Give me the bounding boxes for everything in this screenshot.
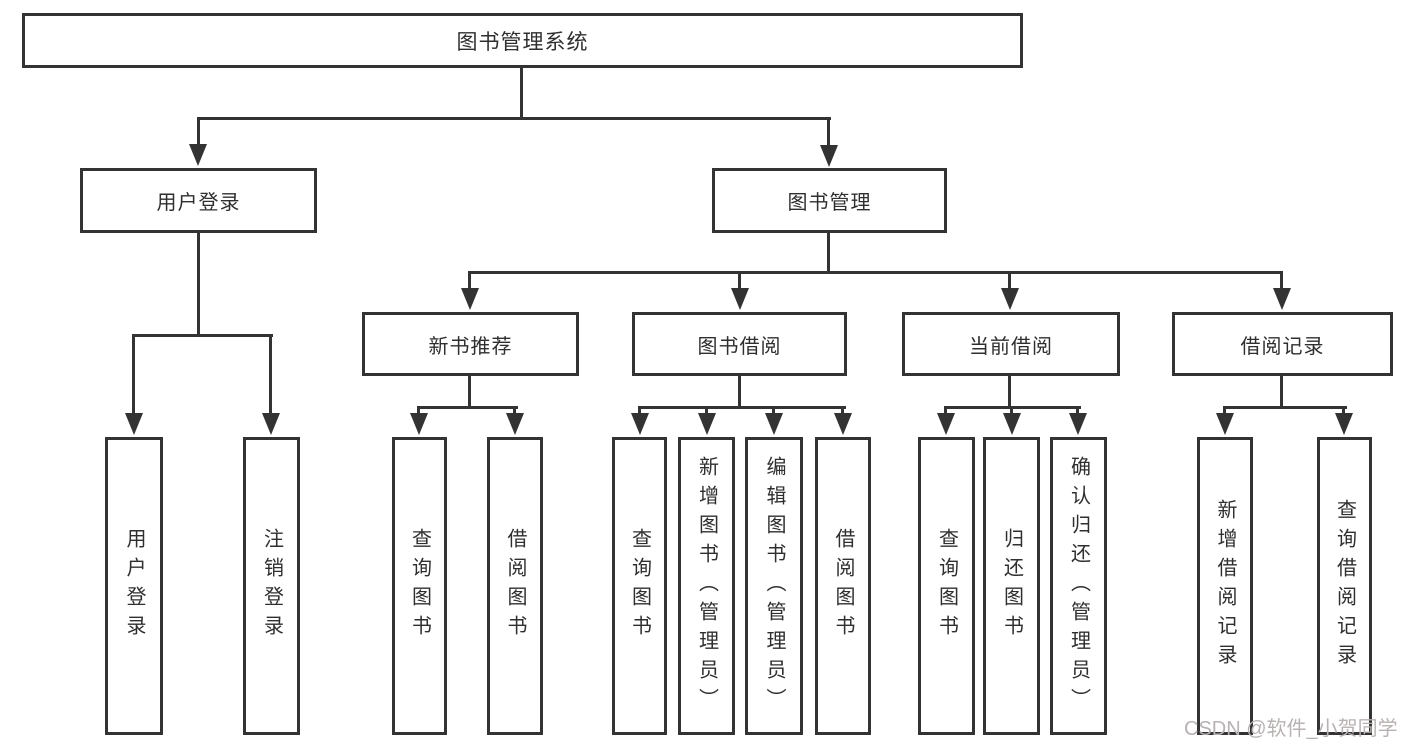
- connector-line: [827, 117, 830, 149]
- connector-line: [1008, 271, 1011, 291]
- arrowhead-icon: [834, 413, 852, 435]
- connector-line: [468, 271, 1283, 274]
- node-label: 借阅图书: [832, 528, 854, 644]
- connector-line: [772, 406, 775, 418]
- node-user-login: 用户登录: [80, 168, 317, 233]
- node-label: 图书借阅: [697, 335, 782, 358]
- arrowhead-icon: [262, 413, 280, 435]
- arrowhead-icon: [1003, 413, 1021, 435]
- connector-line: [269, 334, 272, 416]
- connector-line: [417, 406, 420, 418]
- connector-line: [468, 271, 471, 291]
- arrowhead-icon: [1069, 413, 1087, 435]
- arrowhead-icon: [410, 413, 428, 435]
- node-label: 注销登录: [260, 528, 283, 644]
- arrowhead-icon: [1273, 288, 1291, 310]
- connector-line: [132, 334, 135, 416]
- connector-line: [738, 376, 741, 409]
- arrowhead-icon: [820, 145, 838, 167]
- leaf-borrow-edit-books-admin: 编辑图书（管理员）: [745, 437, 803, 735]
- connector-line: [944, 406, 947, 418]
- node-borrowing-records: 借阅记录: [1172, 312, 1393, 376]
- connector-line: [638, 406, 641, 418]
- connector-line: [513, 406, 516, 418]
- connector-line: [468, 376, 471, 409]
- arrowhead-icon: [631, 413, 649, 435]
- node-label: 用户登录: [156, 192, 241, 214]
- node-book-management: 图书管理: [712, 168, 947, 233]
- node-label: 图书管理: [787, 192, 872, 214]
- leaf-records-query-record: 查询借阅记录: [1317, 437, 1372, 735]
- node-label: 查询图书: [628, 528, 651, 644]
- node-new-book-recommend: 新书推荐: [362, 312, 579, 376]
- connector-line: [197, 233, 200, 337]
- arrowhead-icon: [1216, 413, 1234, 435]
- connector-line: [132, 334, 273, 337]
- node-label: 查询借阅记录: [1333, 499, 1356, 673]
- node-label: 新书推荐: [428, 335, 513, 358]
- connector-line: [417, 406, 518, 409]
- arrowhead-icon: [189, 144, 207, 166]
- node-label: 编辑图书（管理员）: [763, 455, 785, 717]
- node-label: 借阅图书: [504, 528, 526, 644]
- leaf-current-confirm-return-admin: 确认归还（管理员）: [1050, 437, 1107, 735]
- connector-line: [1223, 406, 1347, 409]
- connector-line: [520, 68, 523, 120]
- leaf-user-login: 用户登录: [105, 437, 163, 735]
- node-label: 归还图书: [1000, 528, 1023, 644]
- node-book-borrowing: 图书借阅: [632, 312, 847, 376]
- connector-line: [1280, 271, 1283, 291]
- node-label: 查询图书: [408, 528, 431, 644]
- node-label: 新增借阅记录: [1214, 499, 1236, 673]
- arrowhead-icon: [1335, 413, 1353, 435]
- arrowhead-icon: [506, 413, 524, 435]
- connector-line: [1076, 406, 1079, 418]
- arrowhead-icon: [1001, 288, 1019, 310]
- arrowhead-icon: [461, 288, 479, 310]
- connector-line: [1223, 406, 1226, 418]
- connector-line: [197, 117, 831, 120]
- csdn-watermark: CSDN @软件_小贺同学: [1184, 718, 1398, 740]
- node-label: 新增图书（管理员）: [695, 455, 718, 717]
- arrowhead-icon: [731, 288, 749, 310]
- leaf-borrow-query-books: 查询图书: [612, 437, 667, 735]
- leaf-newbooks-borrow-books: 借阅图书: [487, 437, 543, 735]
- node-current-borrowing: 当前借阅: [902, 312, 1120, 376]
- node-label: 查询图书: [935, 528, 958, 644]
- connector-line: [1010, 406, 1013, 418]
- arrowhead-icon: [765, 413, 783, 435]
- connector-line: [738, 271, 741, 291]
- leaf-current-return-books: 归还图书: [983, 437, 1040, 735]
- node-label: 用户登录: [123, 528, 145, 644]
- node-label: 确认归还（管理员）: [1067, 455, 1090, 717]
- leaf-records-add-record: 新增借阅记录: [1197, 437, 1253, 735]
- connector-line: [705, 406, 708, 418]
- connector-line: [197, 117, 200, 149]
- arrowhead-icon: [698, 413, 716, 435]
- leaf-logout: 注销登录: [243, 437, 300, 735]
- connector-line: [827, 233, 830, 274]
- arrowhead-icon: [937, 413, 955, 435]
- connector-line: [1008, 376, 1011, 409]
- leaf-current-query-books: 查询图书: [918, 437, 975, 735]
- connector-line: [1280, 376, 1283, 409]
- node-label: 图书管理系统: [456, 30, 589, 54]
- connector-line: [841, 406, 844, 418]
- connector-line: [1342, 406, 1345, 418]
- node-label: 当前借阅: [969, 335, 1053, 358]
- connector-line: [638, 406, 846, 409]
- leaf-newbooks-query-books: 查询图书: [392, 437, 447, 735]
- node-library-system: 图书管理系统: [22, 13, 1023, 68]
- leaf-borrow-add-books-admin: 新增图书（管理员）: [678, 437, 735, 735]
- node-label: 借阅记录: [1240, 335, 1325, 358]
- arrowhead-icon: [125, 413, 143, 435]
- leaf-borrow-borrow-books: 借阅图书: [815, 437, 871, 735]
